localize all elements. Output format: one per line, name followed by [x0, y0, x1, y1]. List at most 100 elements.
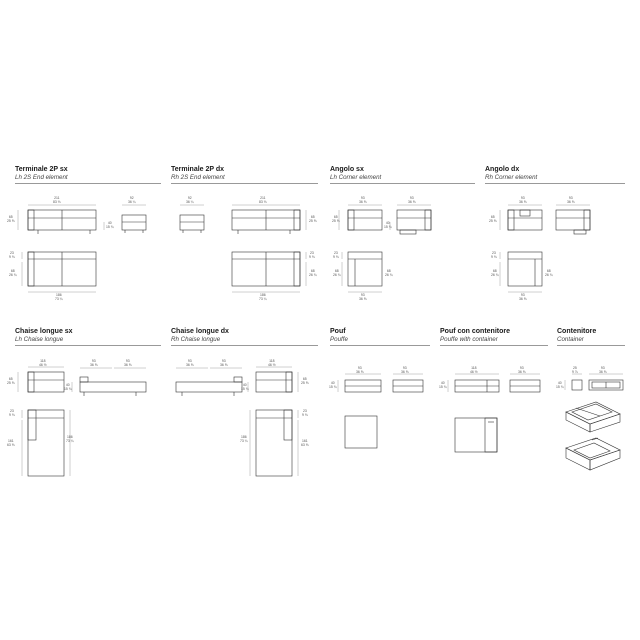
- rule-angolo-dx: [485, 183, 625, 184]
- subtitle-angolo-dx: Rh Corner element: [485, 174, 538, 181]
- terminale-dx-side-drawing: [179, 214, 205, 233]
- rule-terminale-sx: [15, 183, 161, 184]
- angolo-sx-side-drawing: [396, 209, 432, 235]
- rule-pouf-contenitore: [440, 345, 548, 346]
- subtitle-pouf-contenitore: Pouffe with container: [440, 336, 498, 343]
- rule-angolo-sx: [330, 183, 475, 184]
- subtitle-terminale-dx: Rh 2S End element: [171, 174, 225, 181]
- terminale-sx-front-drawing: [27, 209, 97, 234]
- angolo-sx-plan-drawing: [347, 251, 383, 287]
- rule-terminale-dx: [171, 183, 318, 184]
- chaise-dx-front-drawing: [255, 371, 293, 393]
- title-pouf-contenitore: Pouf con contenitore: [440, 328, 510, 335]
- pouf-contenitore-side-drawing: [509, 379, 541, 393]
- subtitle-angolo-sx: Lh Corner element: [330, 174, 382, 181]
- angolo-sx-front-drawing: [347, 209, 383, 231]
- chaise-dx-plan-drawing: [255, 409, 293, 477]
- rule-chaise-sx: [15, 345, 161, 346]
- rule-chaise-dx: [171, 345, 318, 346]
- title-angolo-sx: Angolo sx: [330, 166, 364, 173]
- chaise-sx-front-drawing: [27, 371, 65, 393]
- chaise-sx-side-drawing: [79, 376, 147, 396]
- pouf-contenitore-front-drawing: [454, 379, 500, 393]
- chaise-sx-plan-drawing: [27, 409, 65, 477]
- rule-pouf: [330, 345, 430, 346]
- title-contenitore: Contenitore: [557, 328, 597, 335]
- subtitle-pouf: Pouffe: [330, 336, 348, 343]
- contenitore-perspective-2-drawing: [565, 437, 621, 471]
- title-terminale-dx: Terminale 2P dx: [171, 166, 225, 173]
- angolo-dx-plan-drawing: [507, 251, 543, 287]
- dimension-lines: [17, 204, 623, 476]
- angolo-dx-side-drawing: [507, 209, 543, 231]
- subtitle-chaise-sx: Lh Chaise longue: [15, 336, 64, 343]
- contenitore-front-drawing: [588, 379, 624, 391]
- angolo-dx-front-drawing: [555, 209, 591, 235]
- title-pouf: Pouf: [330, 328, 346, 335]
- terminale-sx-plan-drawing: [27, 251, 97, 287]
- title-chaise-sx: Chaise longue sx: [15, 328, 73, 335]
- title-terminale-sx: Terminale 2P sx: [15, 166, 68, 173]
- pouf-contenitore-plan-drawing: [454, 417, 498, 453]
- chaise-dx-side-drawing: [175, 376, 243, 396]
- contenitore-perspective-1-drawing: [565, 401, 621, 433]
- rule-contenitore: [557, 345, 625, 346]
- pouf-front-drawing: [344, 379, 382, 393]
- pouf-plan-drawing: [344, 415, 378, 449]
- subtitle-contenitore: Container: [557, 336, 584, 343]
- pouf-side-drawing: [392, 379, 424, 393]
- title-angolo-dx: Angolo dx: [485, 166, 520, 173]
- title-chaise-dx: Chaise longue dx: [171, 328, 229, 335]
- subtitle-chaise-dx: Rh Chaise longue: [171, 336, 221, 343]
- subtitle-terminale-sx: Lh 2S End element: [15, 174, 68, 181]
